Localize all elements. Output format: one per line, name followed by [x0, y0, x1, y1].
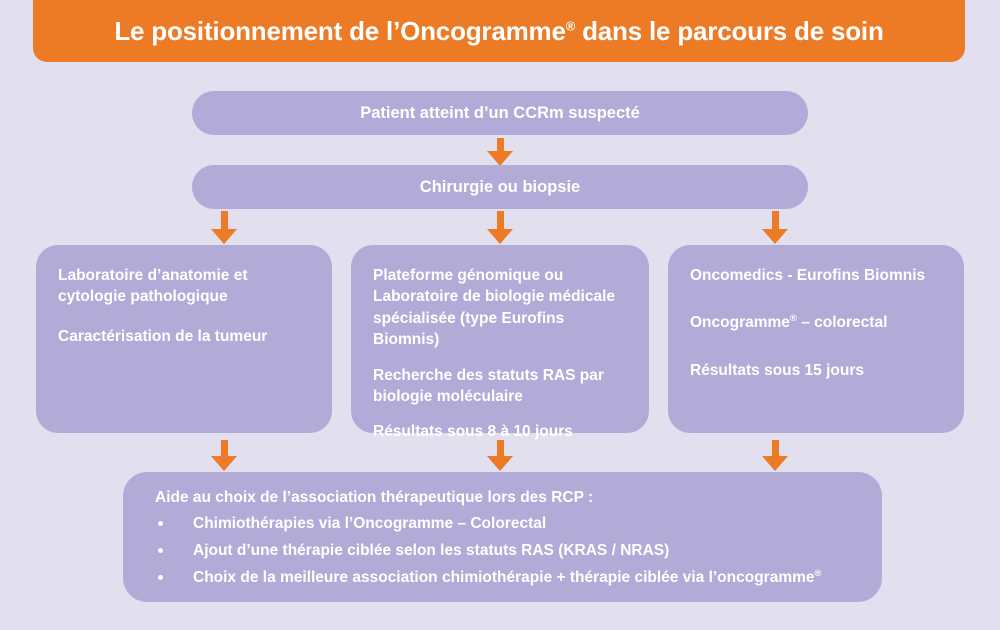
arrow-shaft — [221, 440, 228, 457]
arrow-genomics-to-rcp — [487, 440, 513, 472]
arrow-head — [211, 456, 237, 471]
arrow-head — [762, 456, 788, 471]
registered-trademark-icon: ® — [565, 18, 576, 34]
node-oncomedics-line-2: Oncogramme® – colorectal — [690, 313, 888, 332]
node-surgery-biopsy[interactable]: Chirurgie ou biopsie — [192, 165, 808, 209]
node-pathology-lab[interactable]: Laboratoire d’anatomie et cytologie path… — [36, 245, 332, 433]
node-patient-label: Patient atteint d’un CCRm suspecté — [360, 103, 640, 122]
arrow-shaft — [497, 211, 504, 230]
registered-trademark-icon: ® — [814, 567, 822, 579]
bullet-dot-icon — [158, 547, 163, 553]
list-item: Chimiothérapies via l’Oncogramme – Color… — [141, 514, 856, 541]
node-genomics-line-2: Recherche des statuts RAS par biologie m… — [373, 366, 604, 405]
node-pathology-line-2: Caractérisation de la tumeur — [58, 327, 268, 345]
node-patient-suspected[interactable]: Patient atteint d’un CCRm suspecté — [192, 91, 808, 135]
arrow-surgery-to-pathology — [211, 211, 237, 245]
rcp-bullet-text: Chimiothérapies via l’Oncogramme – Color… — [193, 515, 547, 533]
arrow-shaft — [497, 138, 504, 152]
arrow-oncomedics-to-rcp — [762, 440, 788, 472]
registered-trademark-icon: ® — [789, 313, 797, 325]
node-genomics-line-1: Plateforme génomique ou Laboratoire de b… — [373, 267, 616, 349]
list-item: Ajout d’une thérapie ciblée selon les st… — [141, 541, 856, 568]
arrow-patient-to-surgery — [487, 138, 513, 166]
list-item: Choix de la meilleure association chimio… — [141, 568, 856, 595]
arrow-surgery-to-oncomedics — [762, 211, 788, 245]
arrow-head — [487, 229, 513, 244]
arrow-head — [487, 151, 513, 166]
arrow-shaft — [772, 440, 779, 457]
arrow-shaft — [497, 440, 504, 457]
arrow-head — [762, 229, 788, 244]
node-oncomedics-line-1: Oncomedics - Eurofins Biomnis — [690, 267, 926, 284]
bullet-dot-icon — [158, 521, 163, 527]
arrow-head — [487, 456, 513, 471]
arrow-surgery-to-genomics — [487, 211, 513, 245]
rcp-bullet-text: Ajout d’une thérapie ciblée selon les st… — [193, 541, 670, 559]
node-pathology-line-1: Laboratoire d’anatomie et cytologie path… — [58, 267, 248, 306]
rcp-heading: Aide au choix de l’association thérapeut… — [155, 489, 594, 506]
arrow-shaft — [772, 211, 779, 230]
page-title-banner: Le positionnement de l’Oncogramme® dans … — [33, 0, 965, 62]
arrow-shaft — [221, 211, 228, 230]
node-genomics-line-3: Résultats sous 8 à 10 jours — [373, 423, 573, 441]
arrow-pathology-to-rcp — [211, 440, 237, 472]
node-oncomedics-line-3: Résultats sous 15 jours — [690, 361, 865, 379]
page-title: Le positionnement de l’Oncogramme® dans … — [114, 16, 884, 46]
node-rcp-decision[interactable]: Aide au choix de l’association thérapeut… — [123, 472, 882, 602]
bullet-dot-icon — [158, 574, 163, 580]
rcp-bullet-text: Choix de la meilleure association chimio… — [193, 568, 815, 586]
node-oncomedics-oncogramme[interactable]: Oncomedics - Eurofins Biomnis Oncogramme… — [668, 245, 964, 433]
arrow-head — [211, 229, 237, 244]
node-surgery-label: Chirurgie ou biopsie — [419, 177, 581, 196]
node-genomic-platform[interactable]: Plateforme génomique ou Laboratoire de b… — [351, 245, 649, 440]
rcp-bullet-list: Chimiothérapies via l’Oncogramme – Color… — [141, 514, 856, 594]
